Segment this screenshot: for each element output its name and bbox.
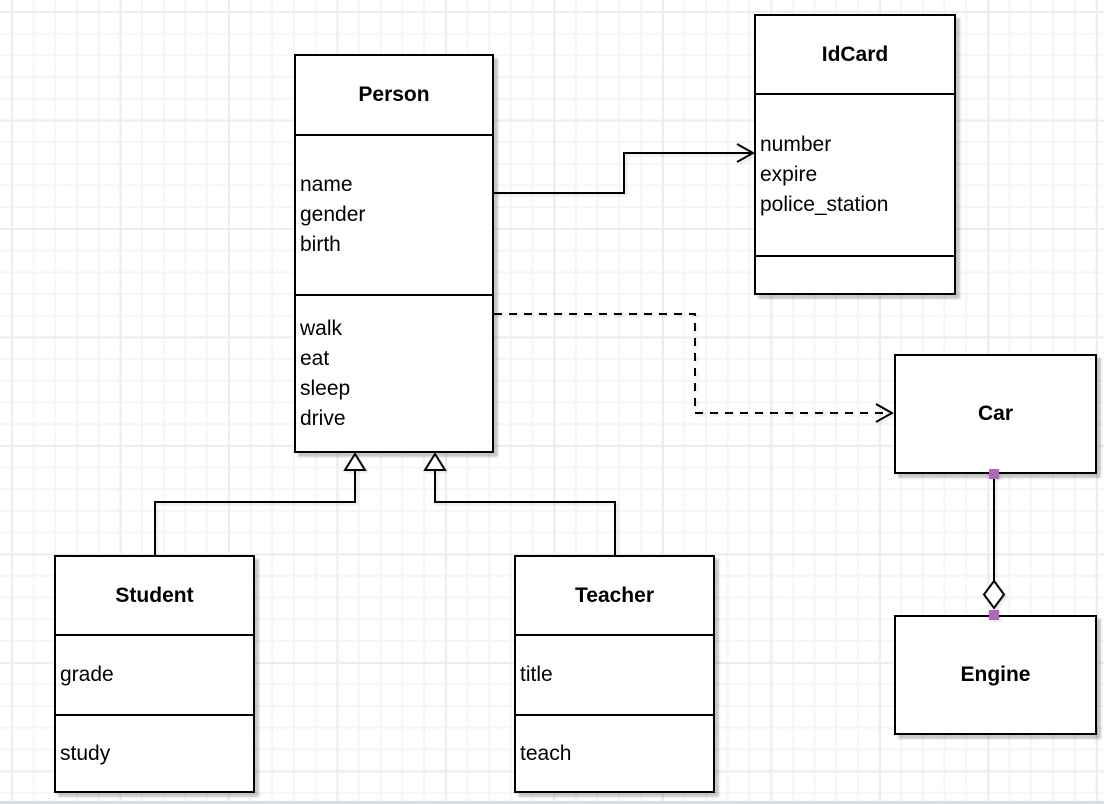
attribute: title [520, 663, 553, 686]
class-person-attributes: name gender birth [296, 136, 492, 296]
attribute: number [760, 133, 832, 156]
aggregation-connector-car-engine[interactable] [982, 469, 1006, 620]
attribute: name [300, 173, 353, 196]
dependency-connector-person-car[interactable] [494, 313, 895, 423]
method: eat [300, 346, 330, 370]
open-arrowhead-icon [736, 143, 756, 163]
hollow-triangle-icon [343, 452, 367, 471]
generalization-connector-student-person[interactable] [154, 452, 367, 555]
class-car[interactable]: Car [894, 354, 1097, 474]
class-teacher-title: Teacher [516, 557, 713, 636]
class-person-methods: walk eat sleep drive [296, 296, 492, 451]
attribute: grade [60, 663, 114, 686]
hollow-diamond-icon [982, 579, 1006, 610]
hollow-triangle-icon [423, 452, 447, 471]
class-student-title: Student [56, 557, 253, 636]
class-teacher[interactable]: Teacher title teach [514, 555, 715, 793]
class-student-attributes: grade [56, 636, 253, 716]
class-person-title: Person [296, 56, 492, 136]
class-engine-title: Engine [960, 663, 1031, 686]
class-idcard-attributes: number expire police_station [756, 95, 954, 257]
method: study [60, 741, 111, 765]
class-engine[interactable]: Engine [894, 615, 1097, 735]
attribute: expire [760, 163, 818, 186]
class-car-title: Car [977, 402, 1014, 425]
attribute: birth [300, 233, 341, 256]
method: teach [520, 741, 572, 765]
class-idcard-title: IdCard [756, 16, 954, 95]
attribute: gender [300, 203, 366, 226]
open-arrowhead-icon [875, 403, 895, 423]
method: walk [300, 316, 343, 340]
class-teacher-attributes: title [516, 636, 713, 716]
class-teacher-methods: teach [516, 716, 713, 791]
class-idcard-methods [756, 257, 954, 293]
generalization-connector-teacher-person[interactable] [423, 452, 616, 555]
association-connector-person-idcard[interactable] [494, 143, 756, 194]
class-person[interactable]: Person name gender birth walk eat sleep … [294, 54, 494, 453]
method: drive [300, 406, 346, 430]
attribute: police_station [760, 193, 889, 216]
class-student-methods: study [56, 716, 253, 791]
canvas-page-edge [0, 801, 1104, 804]
class-idcard[interactable]: IdCard number expire police_station [754, 14, 956, 295]
class-student[interactable]: Student grade study [54, 555, 255, 793]
method: sleep [300, 376, 351, 400]
